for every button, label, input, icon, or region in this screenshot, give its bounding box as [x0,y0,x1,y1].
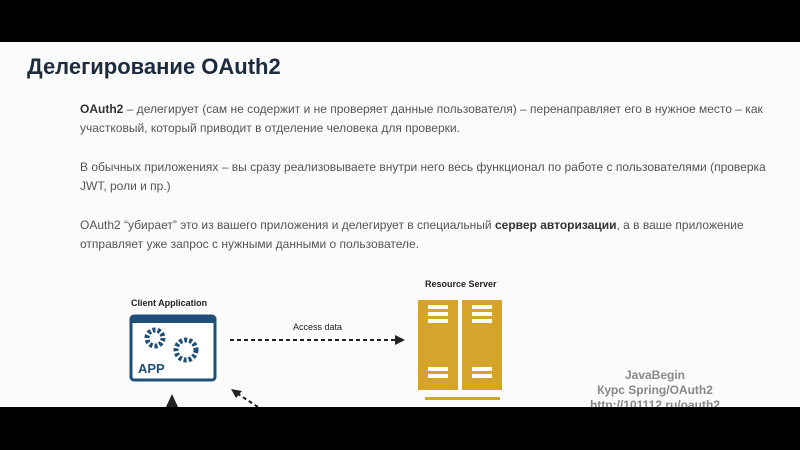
server-icon [418,300,502,400]
access-data-label: Access data [293,322,343,332]
p3-text-b: , а в ваше приложение отправляет уже зап… [80,218,744,251]
paragraph-1: OAuth2 – делегирует (сам не содержит и н… [80,100,780,138]
watermark-line: JavaBegin [624,368,686,382]
auth-server-bold: сервер авторизации [494,218,617,232]
p1-text: – делегирует (сам не содержит и не прове… [80,102,763,135]
paragraph-3: OAuth2 “убирает” это из вашего приложени… [80,216,780,254]
paragraph-2: В обычных приложениях – вы сразу реализо… [80,160,766,193]
client-app-icon: APP [129,314,217,382]
watermark: JavaBegin Курс Spring/OAuth2 http://1011… [570,368,740,407]
diagram: APP [129,300,502,407]
watermark-line: http://101112.ru/oauth2 [589,398,721,407]
watermark-line: Курс Spring/OAuth2 [597,383,713,397]
resource-server-label: Resource Server [425,279,497,289]
app-text: APP [138,361,165,376]
p3-text-a: OAuth2 “убирает” это из вашего приложени… [80,218,495,232]
oauth2-bold: OAuth2 [80,102,124,116]
access-arrow [230,335,405,345]
slide-title: Делегирование OAuth2 [27,54,281,79]
client-application-label: Client Application [131,298,208,308]
slide: Делегирование OAuth2 OAuth2 – делегирует… [0,42,800,407]
up-arrow [166,394,178,407]
diagonal-arrow [237,393,259,407]
